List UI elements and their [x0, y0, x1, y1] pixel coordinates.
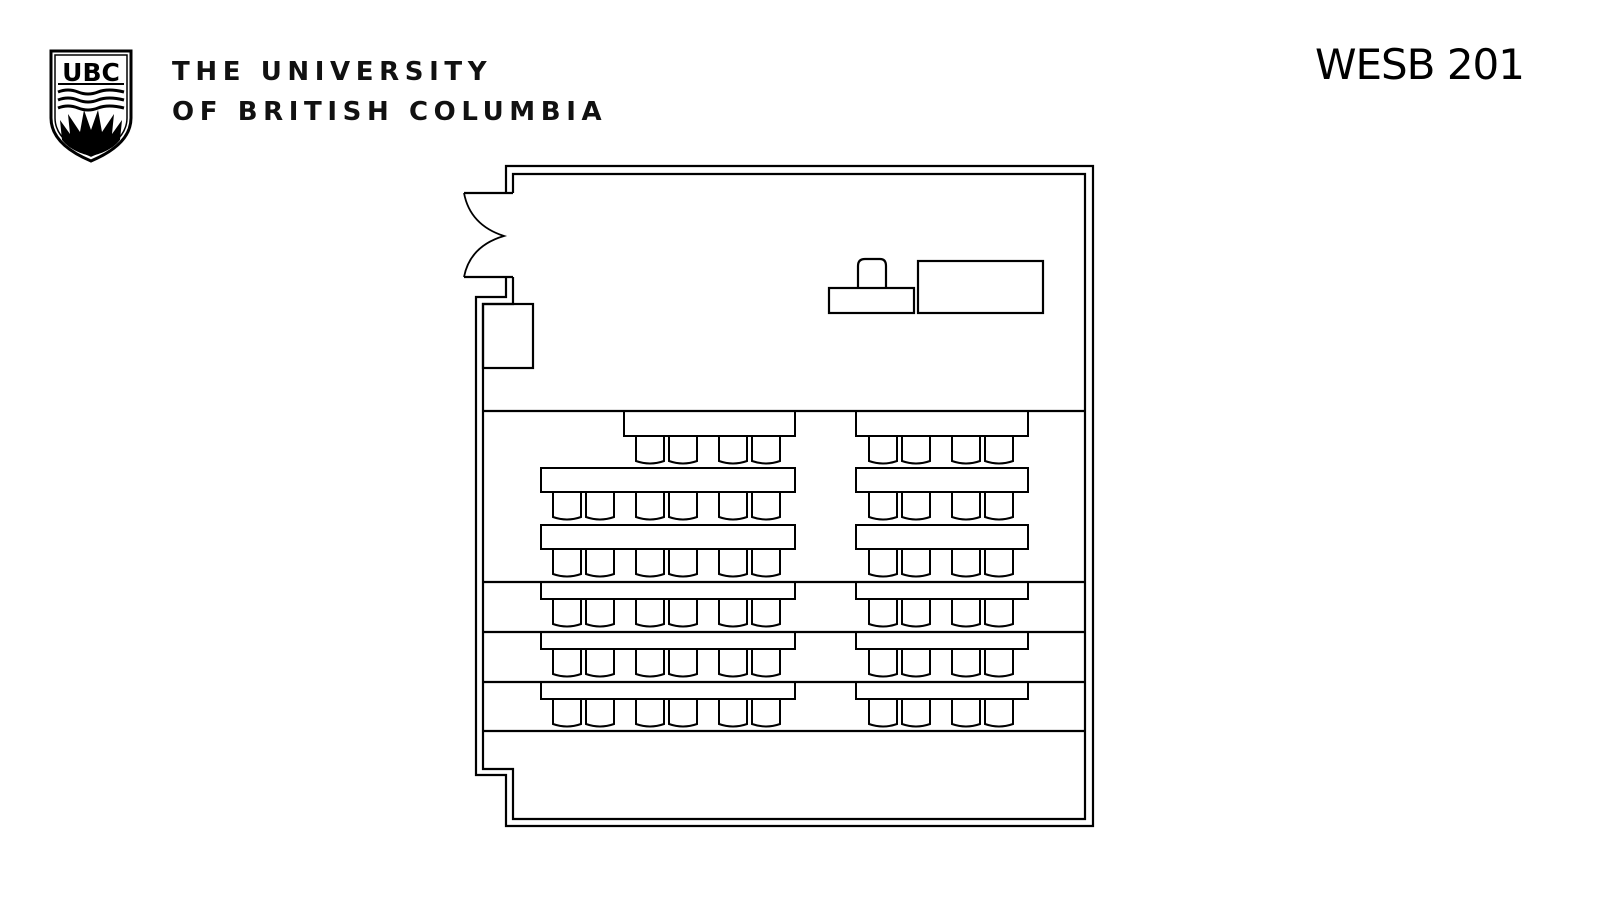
chair-icon: [668, 699, 698, 728]
chair-icon: [868, 436, 898, 465]
chair-icon: [751, 599, 781, 628]
chair-icon: [668, 492, 698, 521]
room-code-title: WESB 201: [1314, 40, 1525, 89]
chair-icon: [668, 436, 698, 465]
chair-icon: [552, 699, 582, 728]
chair-icon: [901, 436, 931, 465]
chair-icon: [635, 492, 665, 521]
ubc-crest-icon: UBC: [49, 49, 133, 163]
chair-icon: [718, 492, 748, 521]
chair-icon: [718, 599, 748, 628]
desk: [855, 410, 1029, 437]
desk: [540, 467, 796, 493]
svg-text:UBC: UBC: [62, 58, 120, 87]
institution-line-1: THE UNIVERSITY: [172, 57, 493, 87]
chair-icon: [585, 649, 615, 678]
chair-icon: [951, 492, 981, 521]
chair-icon: [751, 699, 781, 728]
chair-icon: [868, 649, 898, 678]
desk: [540, 681, 796, 700]
desk: [855, 631, 1029, 650]
chair-icon: [585, 699, 615, 728]
chair-icon: [552, 649, 582, 678]
chair-icon: [635, 599, 665, 628]
chair-icon: [635, 699, 665, 728]
chair-icon: [718, 699, 748, 728]
chair-icon: [901, 599, 931, 628]
desk: [855, 581, 1029, 600]
door-icon: [463, 192, 508, 278]
desk: [540, 524, 796, 550]
chair-icon: [868, 599, 898, 628]
institution-line-2: OF BRITISH COLUMBIA: [172, 97, 608, 127]
chair-icon: [951, 649, 981, 678]
chair-icon: [984, 549, 1014, 578]
chair-icon: [718, 649, 748, 678]
desk: [855, 467, 1029, 493]
instructor-table: [916, 259, 1045, 315]
chair-icon: [751, 649, 781, 678]
chair-icon: [868, 549, 898, 578]
chair-icon: [552, 492, 582, 521]
chair-icon: [635, 549, 665, 578]
chair-icon: [668, 599, 698, 628]
chair-icon: [901, 699, 931, 728]
chair-icon: [751, 549, 781, 578]
chair-icon: [868, 492, 898, 521]
chair-icon: [901, 649, 931, 678]
chair-icon: [585, 599, 615, 628]
instructor-chair-icon: [856, 257, 888, 288]
chair-icon: [718, 436, 748, 465]
chair-icon: [751, 492, 781, 521]
inner-wall: [481, 172, 1087, 821]
lectern: [827, 286, 916, 315]
chair-icon: [901, 492, 931, 521]
outer-wall: [474, 164, 1095, 828]
chair-icon: [868, 699, 898, 728]
chair-icon: [984, 492, 1014, 521]
chair-icon: [552, 599, 582, 628]
chair-icon: [668, 649, 698, 678]
chair-icon: [951, 549, 981, 578]
chair-icon: [751, 436, 781, 465]
chair-icon: [585, 492, 615, 521]
chair-icon: [984, 599, 1014, 628]
chair-icon: [984, 649, 1014, 678]
chair-icon: [951, 436, 981, 465]
chair-icon: [951, 599, 981, 628]
chair-icon: [552, 549, 582, 578]
seating-area: [540, 410, 1029, 728]
chair-icon: [668, 549, 698, 578]
institution-wordmark: THE UNIVERSITY OF BRITISH COLUMBIA: [172, 52, 607, 132]
chair-icon: [635, 436, 665, 465]
chair-icon: [635, 649, 665, 678]
chair-icon: [901, 549, 931, 578]
desk: [540, 631, 796, 650]
chair-icon: [984, 436, 1014, 465]
desk: [540, 581, 796, 600]
chair-icon: [951, 699, 981, 728]
chair-icon: [585, 549, 615, 578]
desk: [855, 681, 1029, 700]
cabinet: [481, 302, 535, 370]
desk: [855, 524, 1029, 550]
desk: [623, 410, 796, 437]
chair-icon: [984, 699, 1014, 728]
chair-icon: [718, 549, 748, 578]
